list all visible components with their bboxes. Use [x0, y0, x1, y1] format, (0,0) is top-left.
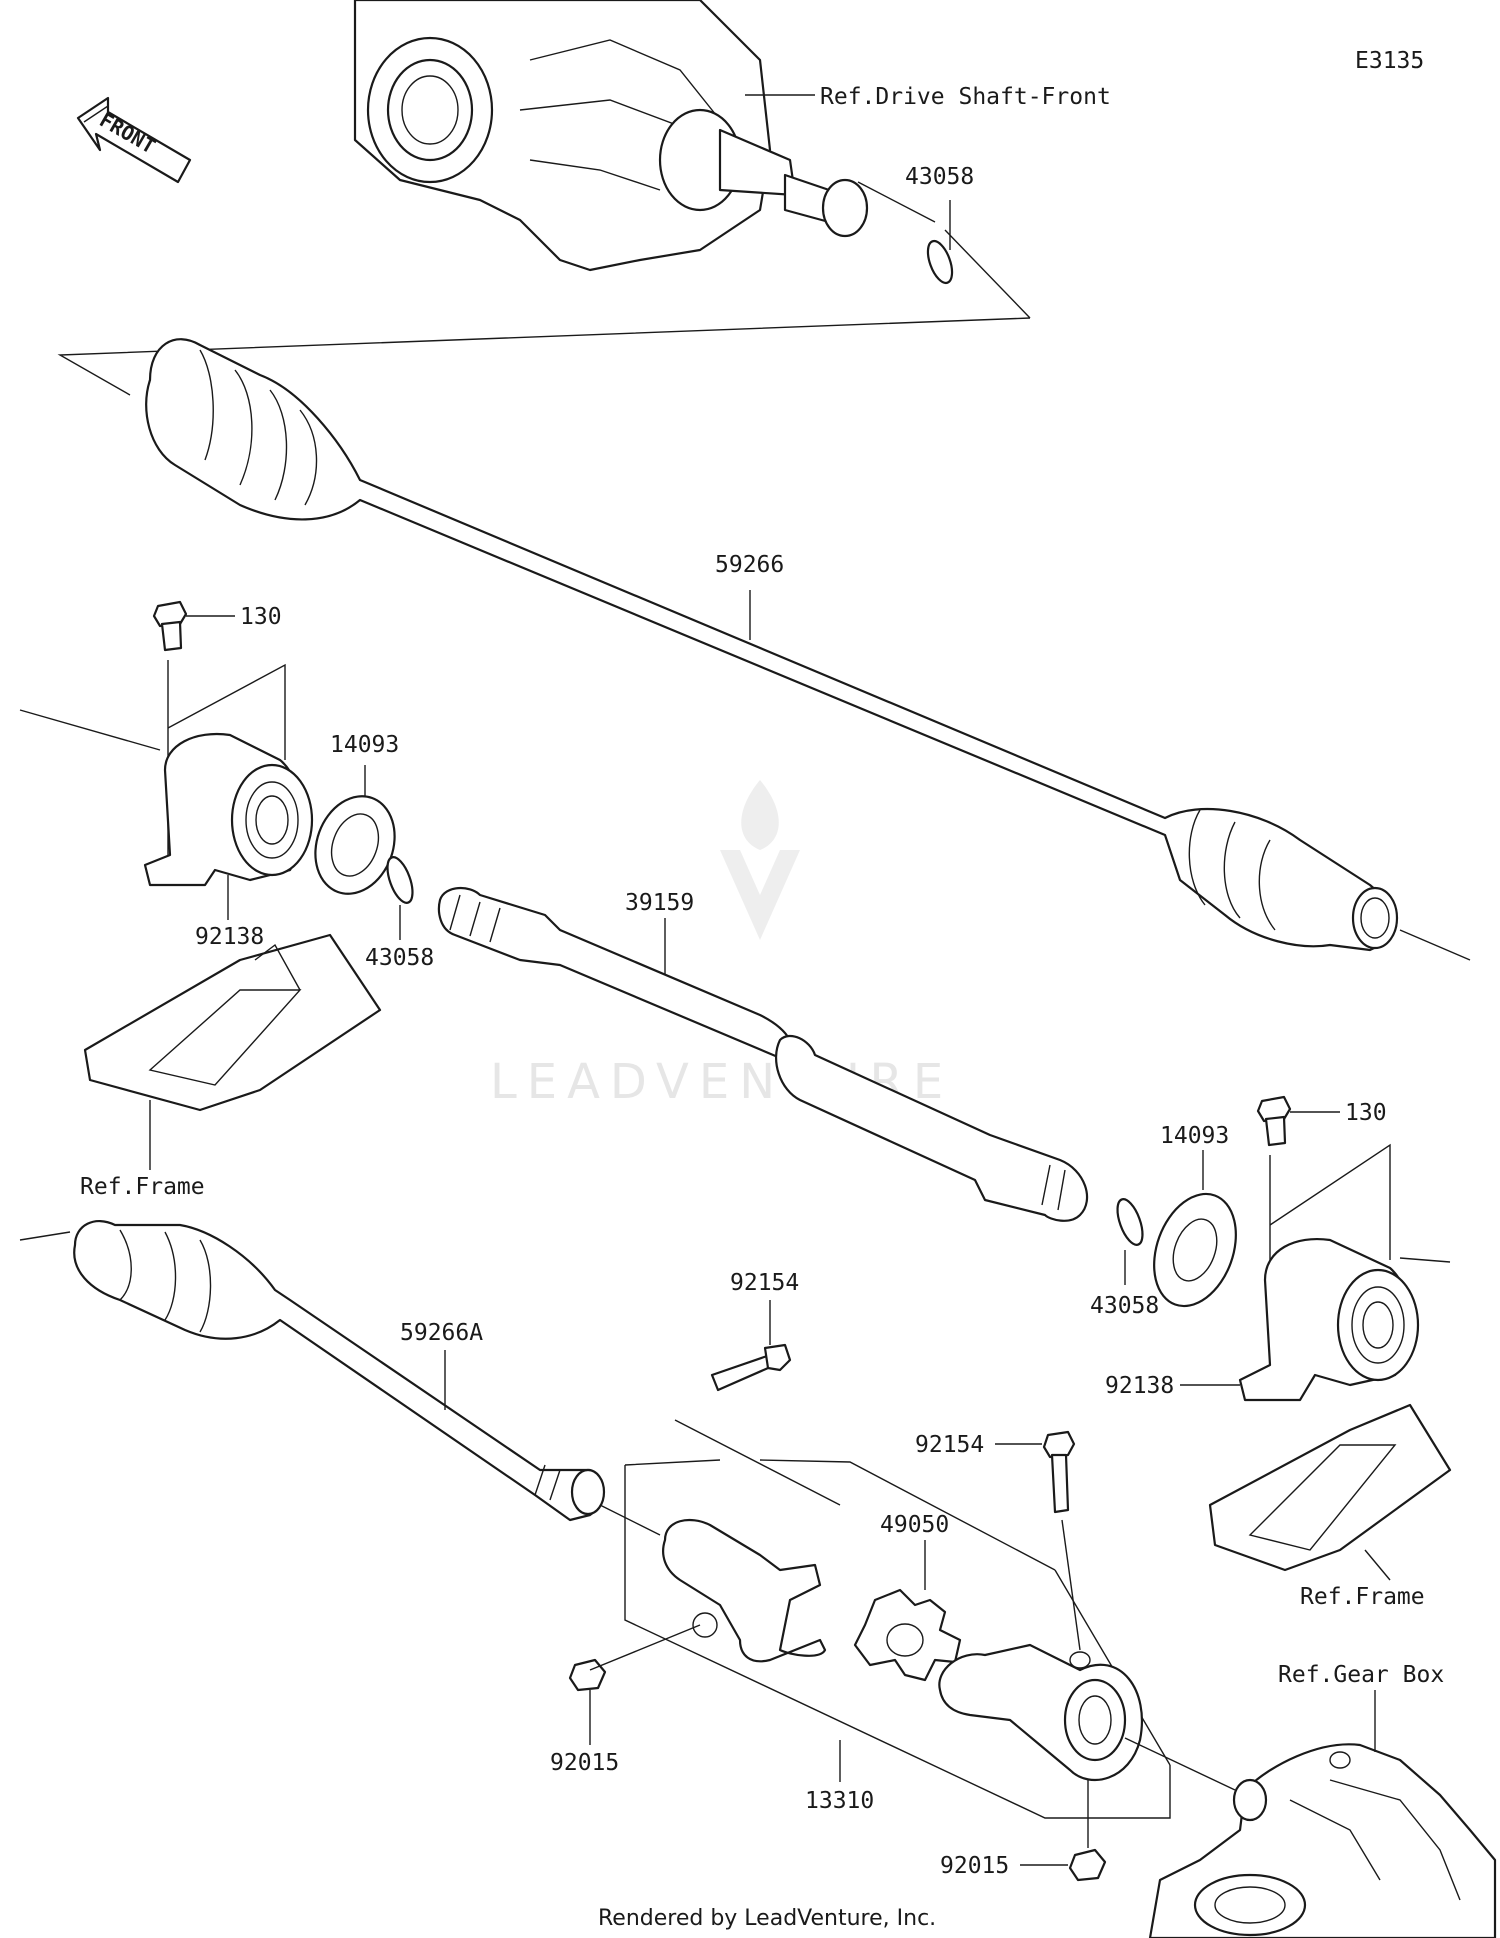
label-14093-left: 14093	[330, 732, 399, 758]
label-92138-left: 92138	[195, 924, 264, 950]
label-49050: 49050	[880, 1512, 949, 1538]
bolt-130-right	[1256, 1095, 1292, 1147]
ref-gear-box: Ref.Gear Box	[1278, 1662, 1444, 1688]
label-43058-right: 43058	[1090, 1293, 1159, 1319]
label-59266A: 59266A	[400, 1320, 483, 1346]
drive-shaft-59266	[145, 338, 1471, 961]
label-14093-right: 14093	[1160, 1123, 1229, 1149]
label-130-left: 130	[240, 604, 282, 630]
label-43058-left: 43058	[365, 945, 434, 971]
label-59266: 59266	[715, 552, 784, 578]
ref-frame-right: Ref.Frame	[1300, 1584, 1425, 1610]
nut-92015-left	[568, 1658, 607, 1692]
bolt-92154-top	[710, 1343, 792, 1392]
footer-credit: Rendered by LeadVenture, Inc.	[598, 1906, 936, 1931]
label-92138-right: 92138	[1105, 1373, 1174, 1399]
label-130-right: 130	[1345, 1100, 1387, 1126]
bolt-130-left	[152, 600, 188, 652]
ref-frame-left: Ref.Frame	[80, 1174, 205, 1200]
flange-yoke-13310-right	[938, 1643, 1143, 1782]
circlip-43058-top	[926, 239, 954, 285]
yoke-13310-left	[662, 1518, 827, 1663]
label-39159: 39159	[625, 890, 694, 916]
shaft-39159	[437, 887, 1089, 1222]
ref-drive-shaft-front: Ref.Drive Shaft-Front	[820, 84, 1111, 110]
bolt-92154-right	[1042, 1430, 1076, 1514]
frame-bracket-left	[83, 933, 382, 1112]
washer-14093-right	[1153, 1192, 1237, 1308]
circlip-43058-right	[1116, 1198, 1144, 1246]
diagram-code: E3135	[1355, 48, 1424, 74]
gear-box-drawing	[1148, 1743, 1497, 1938]
label-43058-top: 43058	[905, 164, 974, 190]
circlip-43058-left	[386, 856, 414, 904]
universal-joint-cross-49050	[853, 1588, 962, 1682]
drive-shaft-59266A	[73, 1220, 606, 1522]
nut-92015-bottom	[1068, 1848, 1107, 1882]
frame-bracket-right	[1208, 1403, 1452, 1572]
label-13310: 13310	[805, 1788, 874, 1814]
front-arrow-icon: FRONT	[76, 96, 192, 184]
label-92015-bottom: 92015	[940, 1853, 1009, 1879]
front-differential-drawing	[353, 0, 1031, 319]
label-92154-right: 92154	[915, 1432, 984, 1458]
bearing-bracket-92138-left	[143, 732, 314, 887]
bearing-bracket-92138-right	[1238, 1237, 1420, 1402]
label-92015-left: 92015	[550, 1750, 619, 1776]
label-92154-top: 92154	[730, 1270, 799, 1296]
